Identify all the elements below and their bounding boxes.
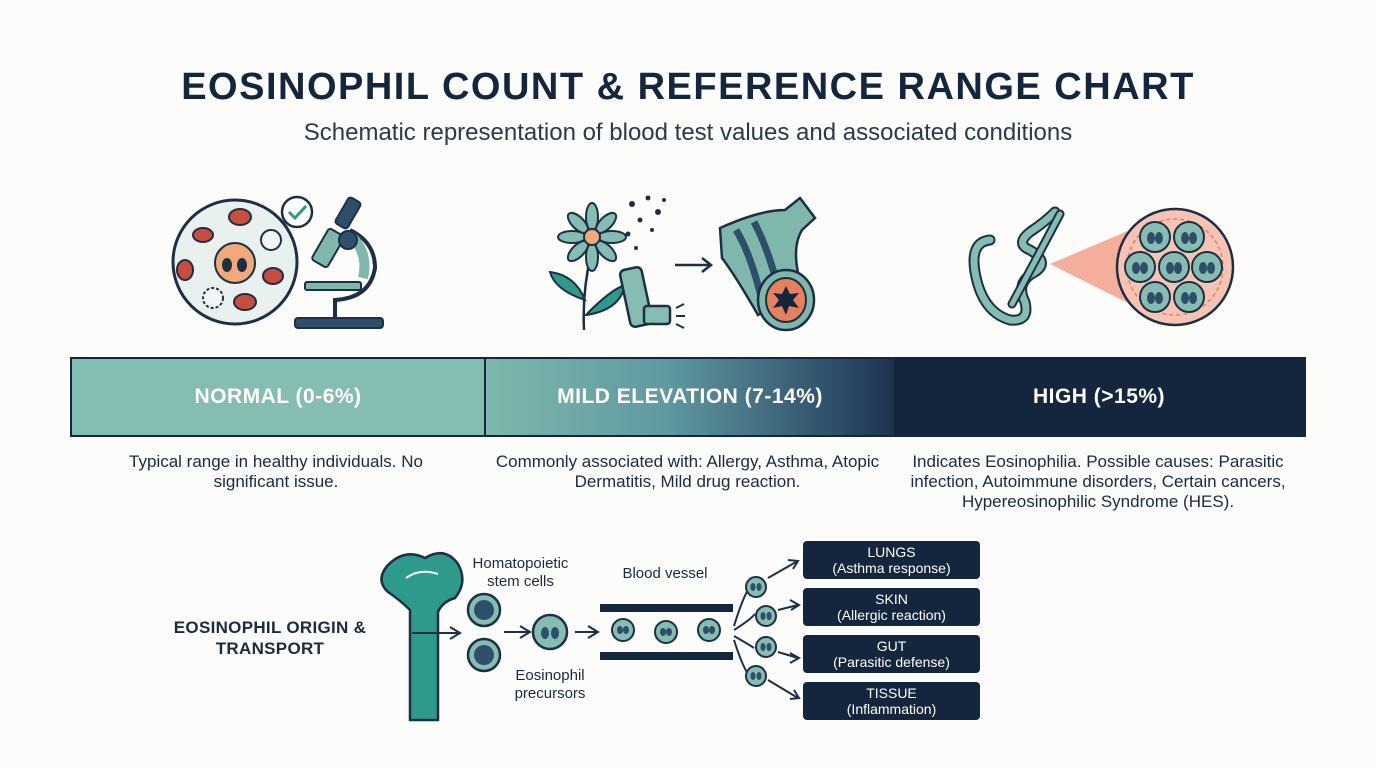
- destination-gut: GUT (Parasitic defense): [803, 635, 980, 673]
- high-range-illustration: [968, 206, 1235, 327]
- destination-detail: (Inflammation): [846, 701, 937, 717]
- mild-range-illustration: [548, 195, 817, 332]
- destination-tissue: TISSUE (Inflammation): [803, 682, 980, 720]
- flow-arrow-3: [575, 625, 600, 639]
- destination-detail: (Parasitic defense): [833, 654, 950, 670]
- checkmark-icon: [280, 195, 314, 229]
- magnify-beam-icon: [1050, 230, 1130, 304]
- distribution-arrows: [733, 589, 756, 675]
- range-normal-segment: NORMAL (0-6%): [72, 359, 486, 435]
- arrow-icon: [675, 257, 714, 273]
- origin-section-title: EOSINOPHIL ORIGIN & TRANSPORT: [173, 618, 367, 658]
- destination-detail: (Allergic reaction): [837, 607, 946, 623]
- flower-icon: [548, 202, 627, 331]
- flow-arrow-1: [412, 626, 462, 640]
- range-mild-description: Commonly associated with: Allergy, Asthm…: [495, 452, 880, 491]
- destination-arrows: [767, 559, 802, 700]
- microscope-icon: [294, 196, 384, 329]
- blood-vessel-label: Blood vessel: [622, 565, 708, 582]
- blood-vessel-icon: [600, 604, 733, 660]
- normal-range-illustration: [171, 195, 384, 329]
- range-normal-description: Typical range in healthy individuals. No…: [129, 452, 423, 491]
- parasitic-worm-icon: [968, 206, 1065, 326]
- destination-detail: (Asthma response): [832, 560, 951, 576]
- flow-arrow-2: [504, 625, 532, 639]
- bone-icon: [380, 551, 464, 722]
- destination-lungs: LUNGS (Asthma response): [803, 541, 980, 579]
- range-mild-segment: MILD ELEVATION (7-14%): [486, 359, 894, 435]
- destination-skin: SKIN (Allergic reaction): [803, 588, 980, 626]
- precursors-label: Eosinophil precursors: [514, 667, 586, 702]
- blood-smear-icon: [171, 198, 299, 326]
- airway-icon: [718, 196, 817, 332]
- range-high-description: Indicates Eosinophilia. Possible causes:…: [910, 452, 1286, 511]
- destination-name: TISSUE: [866, 685, 917, 701]
- eosinophil-cluster-icon: [1115, 207, 1235, 327]
- destination-name: GUT: [876, 638, 907, 654]
- page-subtitle: Schematic representation of blood test v…: [303, 119, 1073, 146]
- stem-cell-icon: [466, 592, 502, 673]
- pollen-dots-icon: [625, 195, 666, 250]
- page-title: EOSINOPHIL COUNT & REFERENCE RANGE CHART: [181, 66, 1195, 108]
- stem-cells-label: Homatopoietic stem cells: [472, 555, 569, 590]
- origin-flow-diagram: [380, 551, 802, 722]
- range-high-segment: HIGH (>15%): [894, 359, 1304, 435]
- eosinophil-icon: [531, 613, 569, 651]
- reference-range-bar: NORMAL (0-6%) MILD ELEVATION (7-14%) HIG…: [70, 357, 1306, 437]
- destination-name: LUNGS: [867, 544, 916, 560]
- inhaler-icon: [618, 266, 685, 329]
- destination-name: SKIN: [875, 591, 908, 607]
